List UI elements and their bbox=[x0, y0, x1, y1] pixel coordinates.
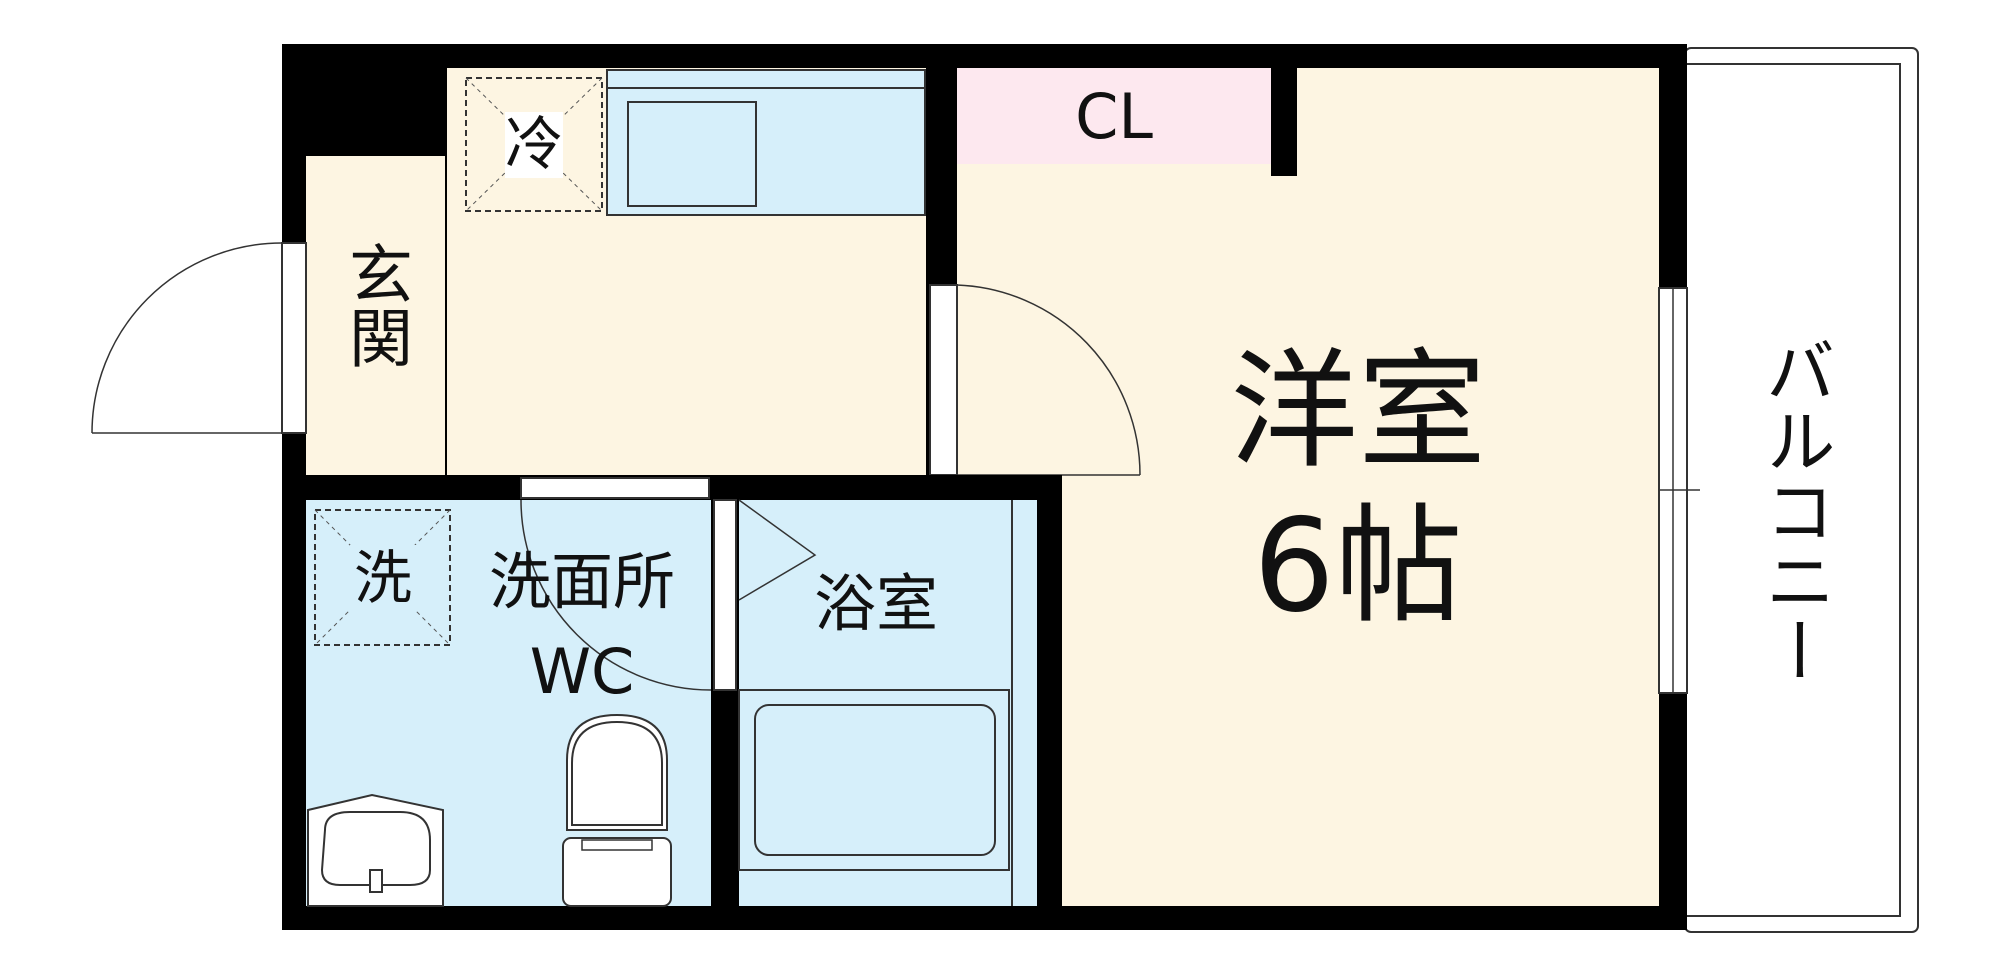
refrigerator-label: 冷 bbox=[505, 110, 563, 178]
washbasin bbox=[307, 793, 444, 907]
balcony-label: バルコニー bbox=[1754, 335, 1836, 685]
closet-floor bbox=[957, 68, 1271, 164]
room-door bbox=[929, 284, 1141, 476]
wall-corner bbox=[282, 44, 446, 155]
bathroom-door bbox=[713, 499, 817, 691]
washing-machine-space bbox=[314, 509, 451, 646]
bathtub bbox=[738, 689, 1010, 871]
refrigerator-space bbox=[465, 77, 603, 212]
western-room-label: 洋室 bbox=[1230, 337, 1486, 486]
toilet bbox=[562, 713, 672, 907]
washroom-label: 洗面所 bbox=[489, 545, 675, 618]
bathroom-label: 浴室 bbox=[814, 567, 938, 640]
washroom-door bbox=[520, 477, 712, 691]
entrance-floor bbox=[306, 155, 446, 475]
wall-wet-room bbox=[1037, 475, 1062, 930]
washroom-sublabel: WC bbox=[530, 635, 635, 708]
western-room-floor bbox=[957, 68, 1659, 906]
kitchen-counter bbox=[606, 69, 926, 216]
balcony-window bbox=[1658, 287, 1700, 694]
western-room-size: 6帖 bbox=[1253, 492, 1462, 641]
entrance-door bbox=[91, 242, 307, 434]
wall-closet-end bbox=[1271, 68, 1297, 176]
washing-machine-label: 洗 bbox=[354, 544, 412, 612]
entrance-label: 玄関 bbox=[338, 241, 412, 369]
closet-label: CL bbox=[1075, 80, 1153, 153]
